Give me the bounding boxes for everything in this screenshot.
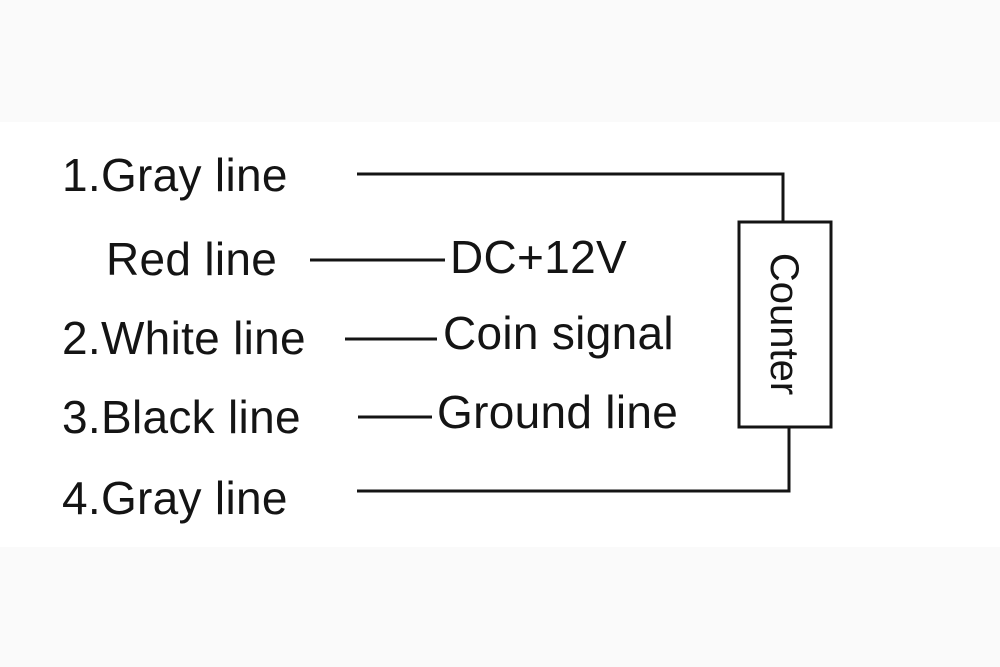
gray-line-1-label: 1.Gray line	[62, 149, 288, 201]
diagram-panel	[0, 122, 1000, 547]
gray-line-1-connector	[357, 172, 785, 222]
dc-12v-label: DC+12V	[450, 231, 627, 283]
ground-line-label: Ground line	[437, 386, 679, 438]
counter-box	[737, 220, 833, 429]
gray-line-4-connector	[357, 427, 791, 493]
gray-line-4-label: 4.Gray line	[62, 472, 288, 524]
red-line-label: Red line	[106, 233, 278, 285]
coin-signal-label: Coin signal	[443, 307, 674, 359]
black-line-label: 3.Black line	[62, 391, 301, 443]
counter-label: Counter	[762, 253, 806, 395]
white-line-label: 2.White line	[62, 312, 306, 364]
